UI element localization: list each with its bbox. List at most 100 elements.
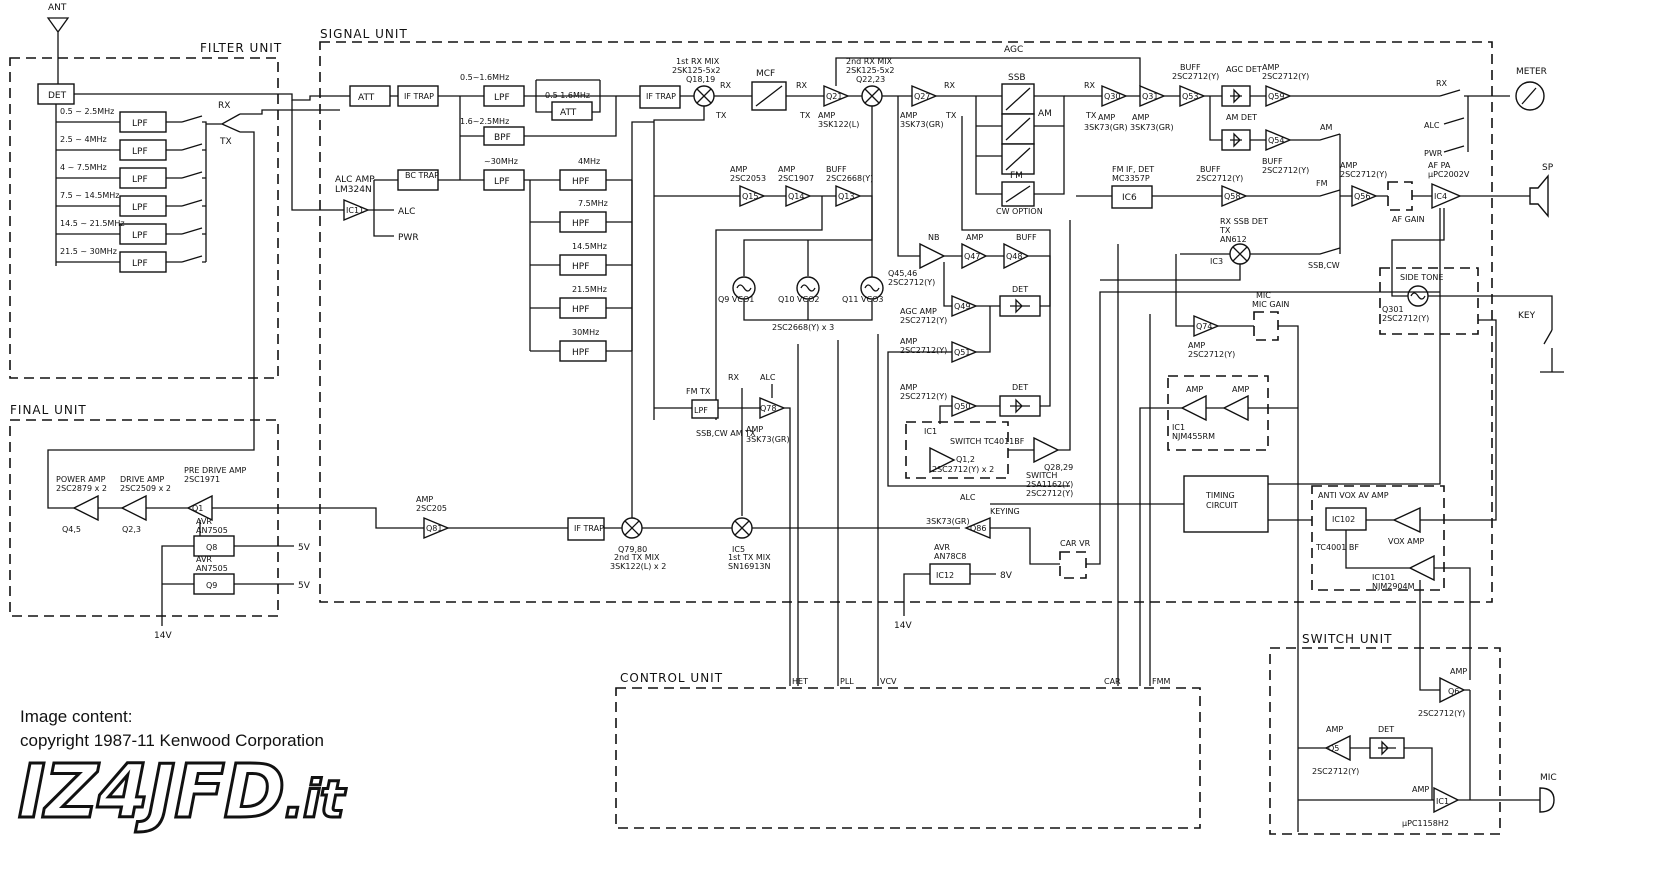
credit-line-2: copyright 1987-11 Kenwood Corporation: [20, 731, 324, 750]
ic12-14v: 14V: [894, 621, 912, 631]
filter-am-label: AM: [1038, 109, 1052, 119]
q81-amp: AMP: [416, 495, 433, 504]
am-det-label: AM DET: [1226, 113, 1257, 122]
rx1-mix-label: 1st RX MIX: [676, 57, 720, 66]
af-pa-ic4: [1431, 182, 1462, 210]
fm-if-det-part: MC3357P: [1112, 174, 1150, 183]
ic11-label: IC11: [346, 206, 364, 215]
hpf-band-2: 7.5MHz: [578, 199, 608, 208]
q81-label: Q81: [426, 524, 442, 533]
q9-label: Q9: [206, 581, 217, 590]
lpf-label-30: LPF: [494, 177, 510, 187]
q14-amp: AMP: [778, 165, 795, 174]
q78-label: Q78: [760, 404, 776, 413]
hpf-label-5: HPF: [572, 348, 589, 358]
ic12-label: IC12: [936, 571, 954, 580]
hpf-band-3: 14.5MHz: [572, 242, 607, 251]
control-unit-frame: [615, 687, 1201, 829]
q301-label: Q301: [1382, 305, 1404, 314]
vco-part-label: 2SC2668(Y) x 3: [772, 323, 834, 332]
q74-part: 2SC2712(Y): [1188, 350, 1235, 359]
band-05-16: 0.5~1.6MHz: [460, 73, 509, 82]
pre-drive-label: PRE DRIVE AMP: [184, 466, 247, 475]
af-gain-pot[interactable]: [1387, 181, 1413, 211]
car-label: CAR: [1104, 677, 1121, 686]
vox-amp: [1392, 506, 1421, 534]
hpf-band-4: 21.5MHz: [572, 285, 607, 294]
q45-part: 2SC2712(Y): [888, 278, 935, 287]
rx1-mixer: [693, 85, 715, 107]
q6-label: Q6: [1448, 687, 1459, 696]
q27-part: 3SK73(GR): [900, 120, 944, 129]
q86-label: Q86: [970, 524, 986, 533]
q31-amp: AMP: [1132, 113, 1149, 122]
car-vr-pot[interactable]: [1059, 551, 1087, 579]
if-trap-label-1: IF TRAP: [404, 92, 434, 101]
to30-label: ~30MHz: [484, 157, 518, 166]
switch-ic1-triangle: [929, 446, 956, 474]
pre-drive-part: 2SC1971: [184, 475, 220, 484]
q59-label: Q59: [1268, 92, 1284, 101]
microphone-icon: [1539, 787, 1555, 813]
agc-label: AGC: [1004, 45, 1023, 55]
q58-label: Q58: [1224, 192, 1240, 201]
tc4001-label: TC4001 BF: [1315, 543, 1359, 552]
q2829-part2: 2SC2712(Y): [1026, 489, 1073, 498]
final-unit-frame: [9, 419, 279, 617]
meter-alc-label: ALC: [1424, 121, 1440, 130]
ic5-label: IC5: [732, 545, 745, 554]
ic101-amp: [1408, 554, 1435, 582]
ic3-ssb-det: [1229, 243, 1251, 265]
rx-ssb-tx-label: TX: [1219, 226, 1231, 235]
if-trap-label-tx: IF TRAP: [574, 524, 604, 533]
rx1-tx-label: TX: [715, 111, 727, 120]
q14-label: Q14: [788, 192, 804, 201]
q50-part: 2SC2712(Y): [900, 392, 947, 401]
credit-line-1: Image content:: [20, 707, 133, 726]
q8-avr: AVR: [196, 517, 212, 526]
alc-amp-label: ALC AMP: [335, 175, 375, 185]
meter-pwr-label: PWR: [1424, 149, 1443, 158]
q13-label: Q13: [838, 192, 854, 201]
q9-part: AN7505: [196, 564, 228, 573]
q54-am-label: AM: [1320, 123, 1332, 132]
q8-part: AN7505: [196, 526, 228, 535]
q14-part: 2SC1907: [778, 174, 814, 183]
fm-tx-lpf-label: LPF: [694, 406, 708, 415]
amp-q59: [1265, 84, 1292, 108]
q1-label: Q1: [192, 504, 203, 513]
drive-amp-label: DRIVE AMP: [120, 475, 165, 484]
q31-part: 3SK73(GR): [1130, 123, 1174, 132]
rx-ssb-det-label: RX SSB DET: [1220, 217, 1268, 226]
q48-label: Q48: [1006, 252, 1022, 261]
q2829-label: Q28,29: [1044, 463, 1073, 472]
mic-gain-pot[interactable]: [1253, 311, 1279, 341]
amp-q56: [1351, 184, 1378, 208]
q9-5v: 5V: [298, 581, 311, 591]
q78-part: 3SK73(GR): [746, 435, 790, 444]
logo-name: IZ4JFD: [16, 749, 286, 835]
q57-part: 2SC2712(Y): [1262, 166, 1309, 175]
hpf-label-3: HPF: [572, 262, 589, 272]
q7980-part: 3SK122(L) x 2: [610, 562, 666, 571]
q56-amp: AMP: [1340, 161, 1357, 170]
if-trap-box-tx: [567, 517, 605, 541]
q48-buff: BUFF: [1016, 233, 1037, 242]
lpf-label-3: LPF: [132, 175, 148, 185]
filter-fm-label: FM: [1010, 171, 1023, 181]
bpf-label: BPF: [494, 133, 511, 143]
switch-unit-title: SWITCH UNIT: [1302, 632, 1393, 646]
amp-q21: [823, 84, 850, 108]
q56-part: 2SC2712(Y): [1340, 170, 1387, 179]
switch-ic1-part: SWITCH TC4011BF: [950, 437, 1025, 446]
band-label-5: 14.5 ~ 21.5MHz: [60, 219, 125, 228]
q45-final-label: Q4,5: [62, 525, 81, 534]
switch-ic1-amp-label: IC1: [1436, 797, 1449, 806]
anti-vox-frame: [1311, 485, 1445, 591]
ic12-8v: 8V: [1000, 571, 1013, 581]
ic101-label: IC101: [1372, 573, 1395, 582]
q8-5v: 5V: [298, 543, 311, 553]
switch-det-label: DET: [1378, 725, 1394, 734]
band-label-3: 4 ~ 7.5MHz: [60, 163, 107, 172]
amp-q54: [1265, 128, 1292, 152]
